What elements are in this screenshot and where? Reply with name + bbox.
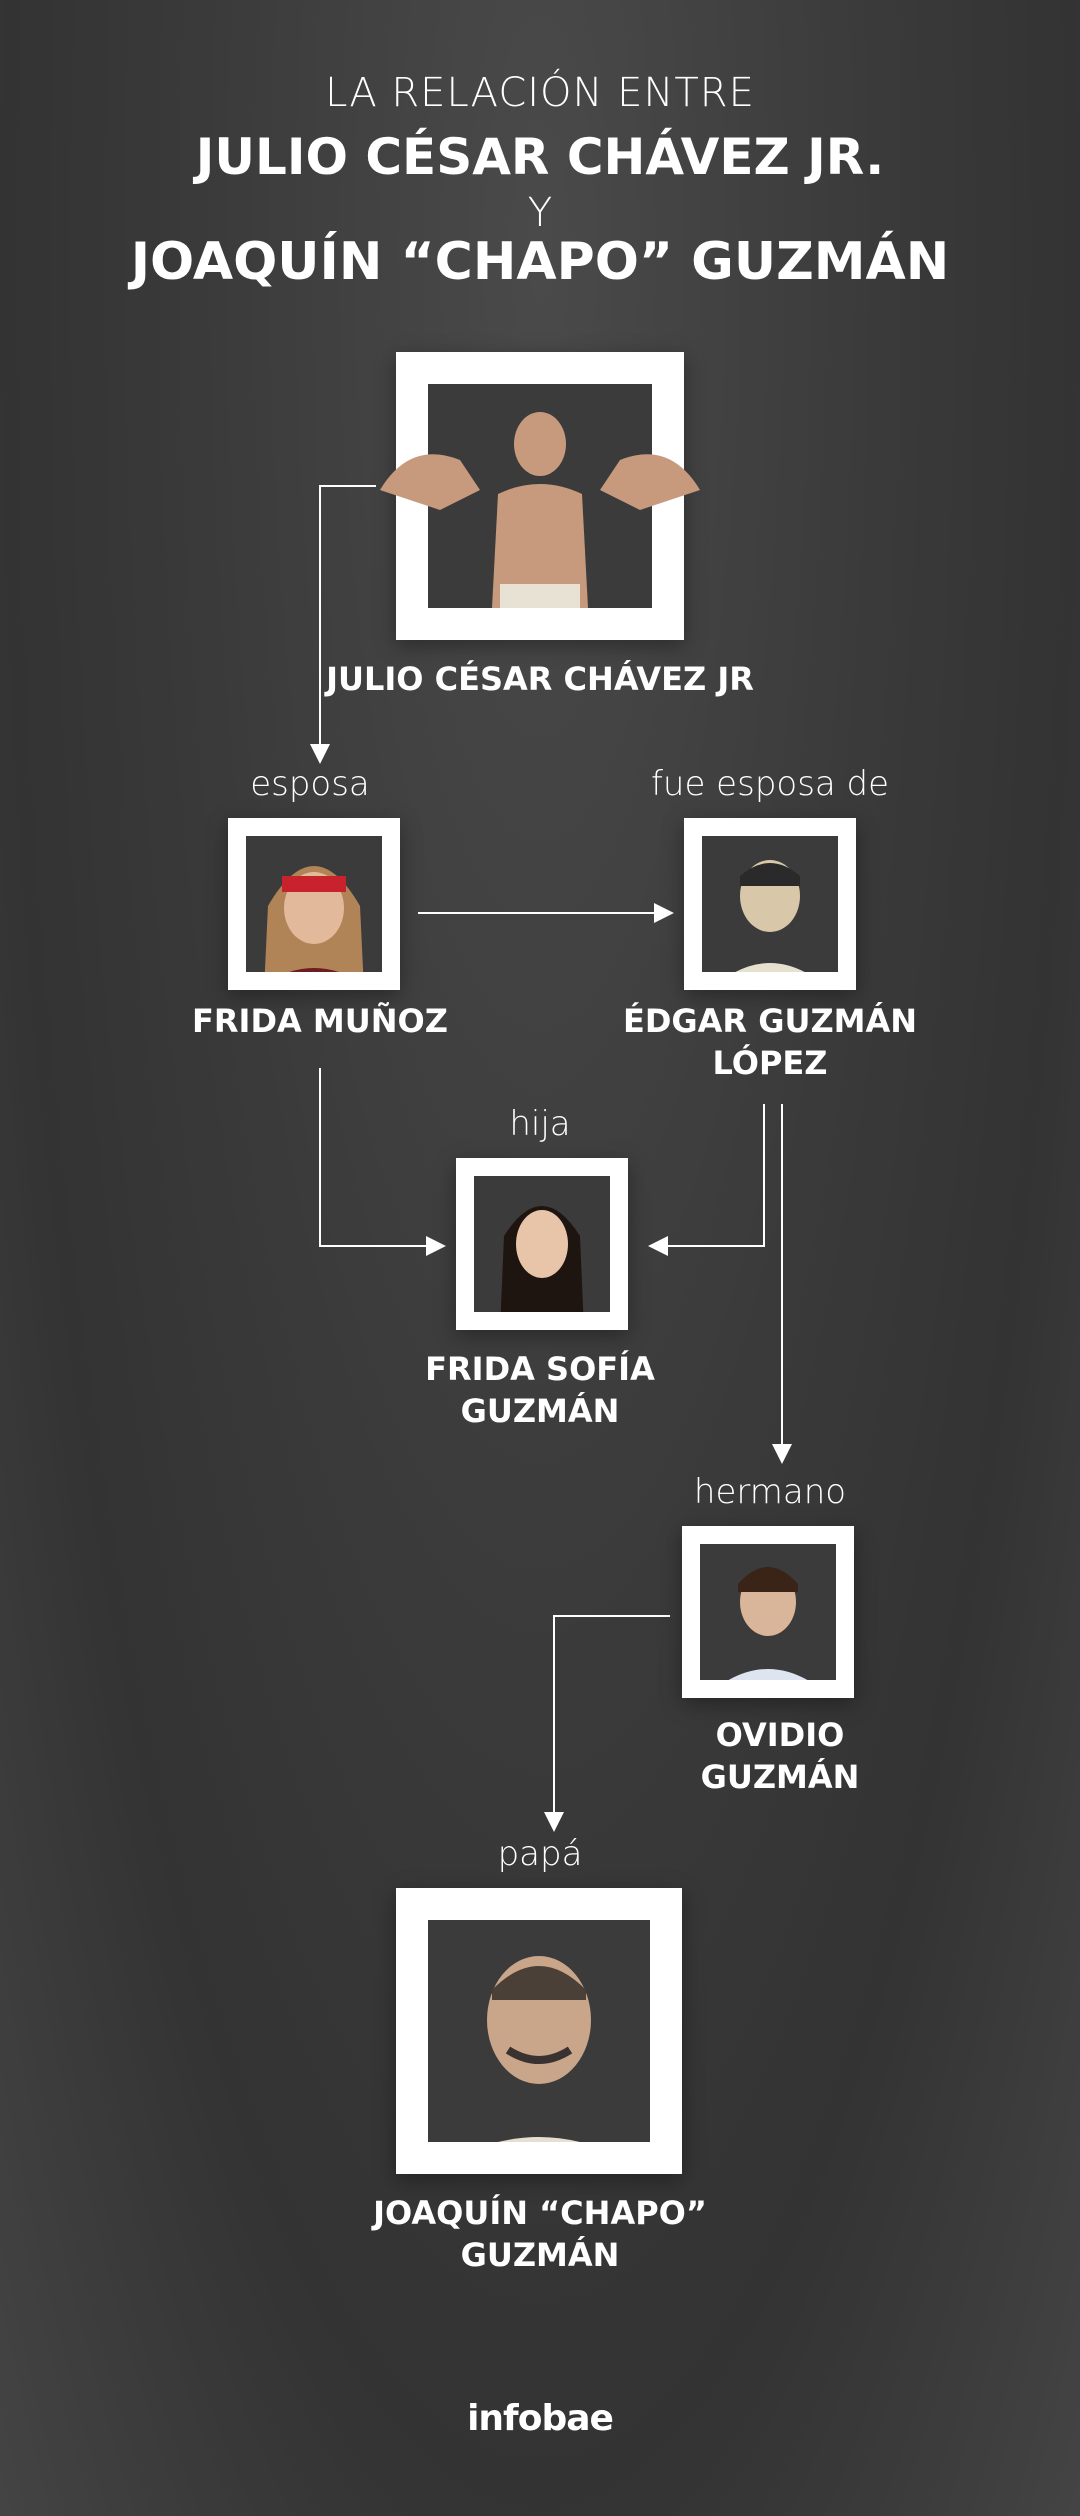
photo-edgar xyxy=(684,818,856,990)
name-frida: FRIDA MUÑOZ xyxy=(192,1002,448,1040)
title-intro: LA RELACIÓN ENTRE xyxy=(325,70,755,116)
relation-hermano: hermano xyxy=(693,1472,847,1512)
name-edgar-line2: LÓPEZ xyxy=(712,1044,828,1082)
name-ovidio-line1: OVIDIO xyxy=(715,1716,845,1754)
photo-frida-sofia xyxy=(456,1158,628,1330)
name-chapo-line1: JOAQUÍN “CHAPO” xyxy=(373,2194,707,2232)
relation-papa: papá xyxy=(497,1834,583,1874)
arrow-frida-to-daughter xyxy=(319,1068,446,1256)
relation-esposa: esposa xyxy=(250,764,370,804)
young-woman-portrait-icon xyxy=(474,1176,610,1312)
name-frida-sofia-line1: FRIDA SOFÍA xyxy=(425,1350,655,1388)
arrow-edgar-to-daughter xyxy=(648,1104,765,1256)
title-connector: Y xyxy=(527,190,553,236)
man-portrait-icon xyxy=(700,1544,836,1680)
name-chapo-line2: GUZMÁN xyxy=(460,2236,620,2274)
photo-ovidio xyxy=(682,1526,854,1698)
photo-frida xyxy=(228,818,400,990)
arrow-julio-to-frida xyxy=(310,485,376,764)
relation-fue-esposa-de: fue esposa de xyxy=(650,764,890,804)
arrow-ovidio-to-father xyxy=(544,1615,670,1832)
title-person-b: JOAQUÍN “CHAPO” GUZMÁN xyxy=(130,232,950,292)
man-portrait-icon xyxy=(702,836,838,972)
infobae-logo: infobae xyxy=(467,2398,614,2439)
photo-chapo xyxy=(396,1888,682,2174)
name-frida-sofia-line2: GUZMÁN xyxy=(460,1392,620,1430)
woman-portrait-icon xyxy=(246,836,382,972)
arms-flex-icon xyxy=(380,454,700,510)
name-edgar-line1: ÉDGAR GUZMÁN xyxy=(622,1002,918,1040)
man-mugshot-icon xyxy=(428,1920,650,2142)
name-ovidio-line2: GUZMÁN xyxy=(700,1758,860,1796)
name-julio: JULIO CÉSAR CHÁVEZ JR xyxy=(326,660,754,698)
relation-hija: hija xyxy=(509,1104,571,1144)
title-person-a: JULIO CÉSAR CHÁVEZ JR. xyxy=(195,128,885,186)
